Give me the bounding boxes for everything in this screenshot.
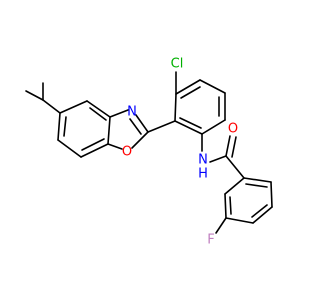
bond [89, 107, 107, 121]
bond [131, 131, 149, 149]
bond [107, 143, 123, 150]
atom-h-amide: H [198, 167, 208, 182]
bond [201, 119, 226, 135]
bond [231, 136, 237, 158]
bond [63, 116, 67, 137]
bond [229, 196, 232, 215]
bond [86, 100, 111, 118]
atom-n-oxazole: N [127, 105, 137, 120]
bond [225, 155, 245, 179]
bond [245, 183, 268, 188]
bond [224, 177, 245, 195]
atom-o-oxazole: O [122, 145, 132, 160]
bond [147, 120, 176, 133]
bond [251, 204, 268, 218]
atom-n-amide: N [198, 153, 208, 168]
bond-lines [25, 71, 273, 234]
bond [81, 138, 105, 151]
bond [57, 139, 82, 158]
bond [180, 86, 201, 99]
bond [199, 79, 226, 94]
molecule-structure-diagram: N O Cl N H O F [25, 57, 273, 248]
bond [215, 217, 227, 234]
bond [252, 206, 273, 224]
atom-chlorine: Cl [171, 57, 184, 72]
bond [270, 181, 273, 208]
bond [224, 193, 227, 219]
bond [174, 120, 203, 135]
bond [80, 143, 109, 158]
bond [25, 90, 44, 101]
bond [243, 177, 272, 183]
bond [109, 109, 129, 118]
bond [174, 93, 177, 122]
bond [107, 116, 111, 145]
bond [135, 114, 149, 133]
atom-o-carbonyl: O [228, 122, 238, 137]
atom-labels: N O Cl N H O F [122, 57, 238, 248]
bond [225, 135, 231, 157]
bond [179, 117, 202, 129]
bond [57, 112, 61, 141]
atom-fluorine: F [207, 233, 214, 248]
bond [225, 217, 254, 224]
bond [129, 118, 142, 135]
bond [175, 79, 201, 95]
bond [59, 100, 88, 114]
bond [42, 99, 61, 114]
bond [209, 155, 227, 163]
